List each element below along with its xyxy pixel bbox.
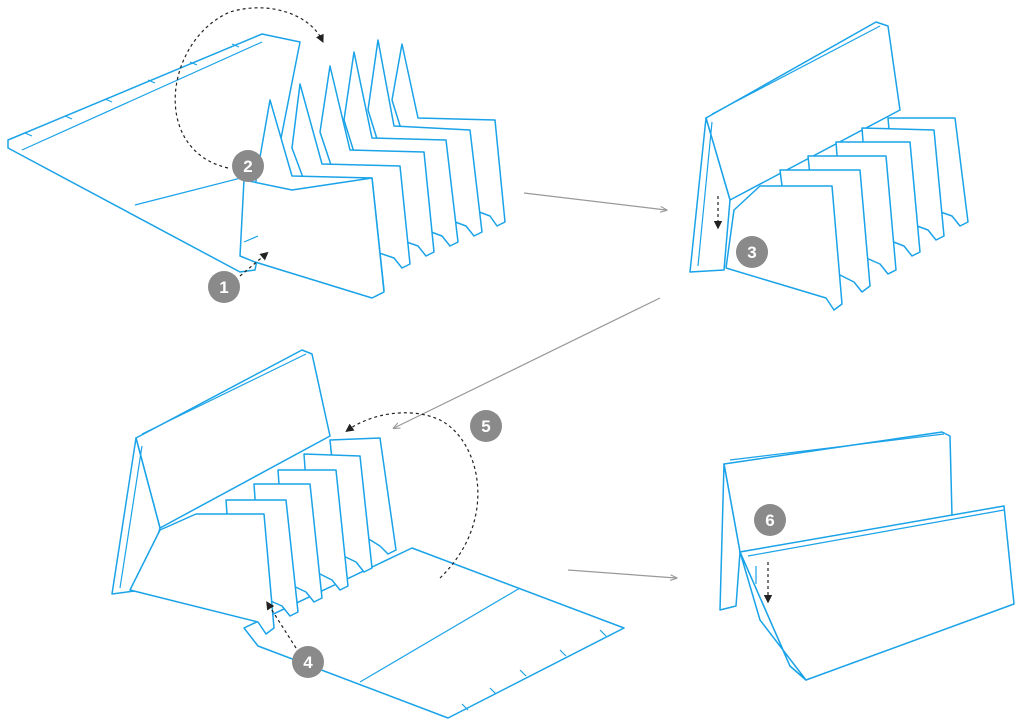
base-sheet bbox=[7, 33, 301, 273]
rotate-arrow-2 bbox=[174, 7, 324, 169]
step-label-2: 2 bbox=[243, 157, 252, 176]
front-divider-3 bbox=[129, 513, 275, 635]
step-badge-5: 5 bbox=[470, 410, 502, 442]
front-divider-2 bbox=[725, 185, 843, 311]
stage-3-unfolding bbox=[111, 349, 625, 719]
lid-sheet bbox=[243, 547, 625, 719]
edge-slots bbox=[24, 43, 240, 137]
step-label-3: 3 bbox=[747, 243, 756, 262]
side-leg bbox=[689, 117, 731, 273]
stage-2-folded bbox=[689, 21, 969, 311]
step-badge-2: 2 bbox=[232, 150, 264, 182]
stage-1-flat-panel bbox=[7, 7, 506, 299]
step-label-6: 6 bbox=[765, 511, 774, 530]
stage-4-closed bbox=[719, 431, 1015, 681]
step-badge-4: 4 bbox=[292, 646, 324, 678]
lid-fold-line bbox=[359, 587, 521, 683]
connector-1-2 bbox=[523, 192, 666, 210]
base-fold-line bbox=[21, 41, 263, 151]
side-leg-4 bbox=[719, 463, 741, 611]
front-divider bbox=[239, 177, 385, 299]
step-badge-1: 1 bbox=[208, 271, 240, 303]
step-label-4: 4 bbox=[303, 653, 313, 672]
step-label-1: 1 bbox=[219, 278, 228, 297]
step-label-5: 5 bbox=[481, 417, 490, 436]
step-badge-6: 6 bbox=[754, 504, 786, 536]
push-arrow-4 bbox=[266, 601, 297, 649]
step-badge-3: 3 bbox=[736, 236, 768, 268]
lid-slots bbox=[461, 629, 607, 711]
connector-2-3 bbox=[394, 297, 661, 428]
connector-3-4 bbox=[567, 569, 676, 578]
dividers bbox=[239, 39, 506, 299]
